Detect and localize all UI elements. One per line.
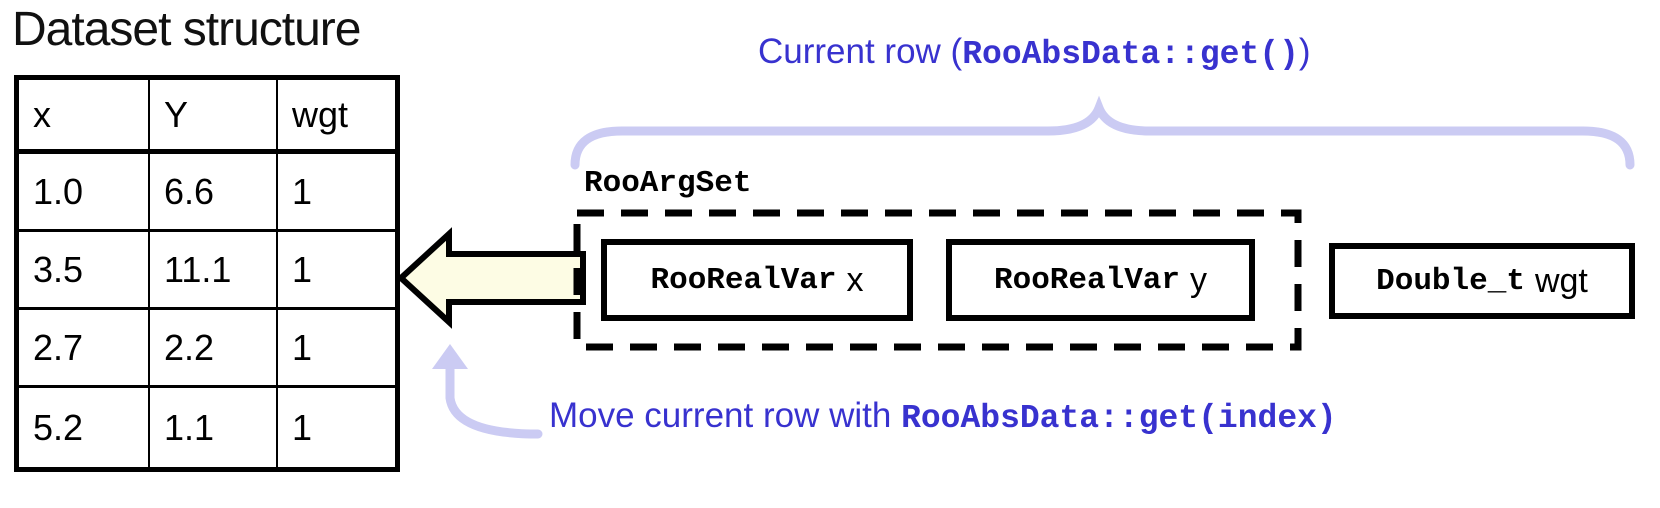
roorealvar-x-box: RooRealVar x — [601, 239, 913, 321]
weight-box-name: wgt — [1534, 261, 1588, 300]
move-row-annotation: Move current row with RooAbsData::get(in… — [549, 396, 1337, 437]
table-header-y: Y — [150, 80, 278, 154]
table-cell: 1 — [278, 154, 395, 232]
table-cell: 6.6 — [150, 154, 278, 232]
current-row-annotation-code: RooAbsData::get() — [962, 36, 1299, 73]
move-row-annotation-code: RooAbsData::get(index) — [901, 400, 1337, 437]
current-row-annotation-suffix: ) — [1298, 32, 1311, 71]
roorealvar-y-box: RooRealVar y — [946, 239, 1255, 321]
table-cell: 1.0 — [19, 154, 150, 232]
move-row-annotation-prefix: Move current row with — [549, 396, 902, 435]
move-row-arrowhead-icon — [432, 344, 468, 369]
table-cell: 1 — [278, 310, 395, 388]
roorealvar-y-type: RooRealVar — [993, 262, 1181, 298]
table-cell: 2.7 — [19, 310, 150, 388]
table-header-wgt: wgt — [278, 80, 395, 154]
move-row-arrow-icon — [445, 363, 543, 439]
table-cell: 1 — [278, 232, 395, 310]
table-cell: 11.1 — [150, 232, 278, 310]
roorealvar-x-name: x — [846, 260, 864, 299]
table-cell: 5.2 — [19, 388, 150, 467]
page-title: Dataset structure — [12, 3, 361, 56]
weight-box: Double_t wgt — [1329, 243, 1635, 319]
current-row-brace-icon — [570, 95, 1635, 170]
table-cell: 3.5 — [19, 232, 150, 310]
row-pointer-arrow-icon — [396, 227, 586, 329]
current-row-annotation: Current row (RooAbsData::get()) — [758, 32, 1311, 73]
rooargset-label: RooArgSet — [584, 166, 752, 201]
table-cell: 2.2 — [150, 310, 278, 388]
weight-box-type: Double_t — [1376, 263, 1525, 299]
table-cell: 1 — [292, 406, 313, 448]
table-header-x: x — [19, 80, 150, 154]
current-row-annotation-prefix: Current row ( — [758, 32, 963, 71]
roorealvar-y-name: y — [1190, 260, 1208, 299]
dataset-table: x Y wgt 1.0 6.6 1 3.5 11.1 1 2.7 2.2 1 5… — [14, 75, 400, 472]
roorealvar-x-type: RooRealVar — [650, 262, 837, 298]
table-cell: 1.1 — [150, 388, 278, 467]
